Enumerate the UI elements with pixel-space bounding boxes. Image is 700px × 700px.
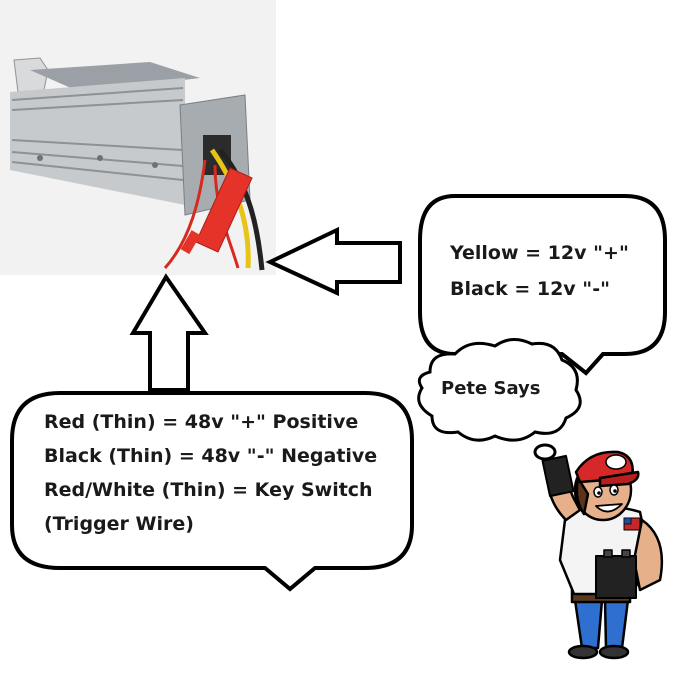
arrow-up bbox=[129, 273, 209, 392]
red-thin-wire-label: Red (Thin) = 48v "+" Positive bbox=[44, 411, 359, 433]
speech-bubble-12v bbox=[418, 194, 667, 376]
dc-converter-photo bbox=[10, 57, 265, 271]
speech-bubble-48v bbox=[10, 391, 414, 592]
pete-says-label: Pete Says bbox=[441, 378, 541, 399]
thought-cloud bbox=[417, 338, 582, 473]
arrow-left bbox=[265, 226, 402, 297]
black-thin-wire-label: Black (Thin) = 48v "-" Negative bbox=[44, 445, 378, 467]
black-12v-wire-label: Black = 12v "-" bbox=[450, 278, 610, 300]
red-white-wire-label: Red/White (Thin) = Key Switch bbox=[44, 479, 373, 501]
pete-mechanic-character bbox=[541, 450, 664, 660]
yellow-wire-label: Yellow = 12v "+" bbox=[450, 242, 629, 264]
trigger-wire-label: (Trigger Wire) bbox=[44, 513, 194, 535]
